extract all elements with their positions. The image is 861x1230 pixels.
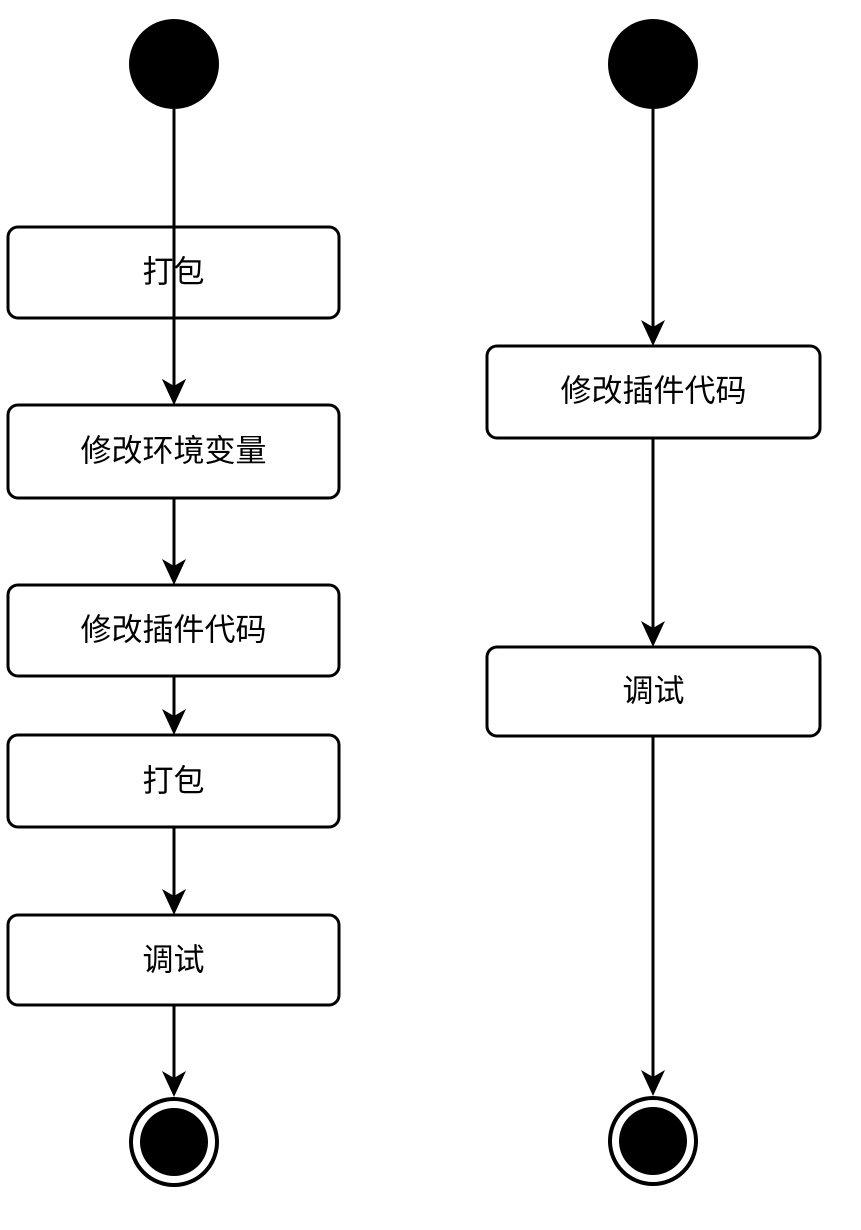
arrow-head-icon	[162, 889, 186, 915]
activity-node-label: 修改环境变量	[81, 434, 267, 470]
arrow-head-icon	[641, 1070, 665, 1096]
start-node[interactable]	[608, 19, 698, 109]
edge-package-to-debug	[162, 827, 186, 915]
arrow-head-icon	[641, 621, 665, 647]
activity-node-label: 调试	[143, 943, 205, 979]
arrow-head-icon	[162, 1071, 186, 1097]
edge-start-to-modify-plugin	[641, 109, 665, 346]
activity-node-package-2[interactable]: 打包	[6, 733, 341, 829]
activity-node-debug[interactable]: 调试	[485, 645, 822, 738]
end-node[interactable]	[129, 1097, 219, 1187]
activity-node-label: 调试	[623, 674, 685, 710]
edge-modify-plugin-to-package	[162, 676, 186, 735]
arrow-head-icon	[162, 379, 186, 405]
edge-debug-to-end	[641, 736, 665, 1096]
edge-debug-to-end	[162, 1005, 186, 1097]
left-flow: 打包 修改环境变量 修改插件代码	[6, 19, 341, 1187]
activity-node-label: 修改插件代码	[81, 613, 267, 649]
start-node[interactable]	[129, 19, 219, 109]
right-flow: 修改插件代码 调试	[485, 19, 822, 1186]
activity-node-modify-plugin-code[interactable]: 修改插件代码	[6, 583, 341, 678]
activity-node-modify-plugin-code[interactable]: 修改插件代码	[485, 344, 822, 440]
edge-modify-env-to-modify-plugin	[162, 498, 186, 585]
activity-node-debug[interactable]: 调试	[6, 913, 341, 1007]
activity-node-label: 修改插件代码	[561, 374, 747, 410]
activity-node-modify-env-vars[interactable]: 修改环境变量	[6, 403, 341, 500]
end-node[interactable]	[608, 1096, 698, 1186]
edge-modify-plugin-to-debug	[641, 438, 665, 647]
end-node-core	[619, 1107, 687, 1175]
arrow-head-icon	[162, 709, 186, 735]
activity-node-label: 打包	[143, 764, 205, 800]
arrow-head-icon	[641, 320, 665, 346]
arrow-head-icon	[162, 559, 186, 585]
end-node-core	[140, 1108, 208, 1176]
